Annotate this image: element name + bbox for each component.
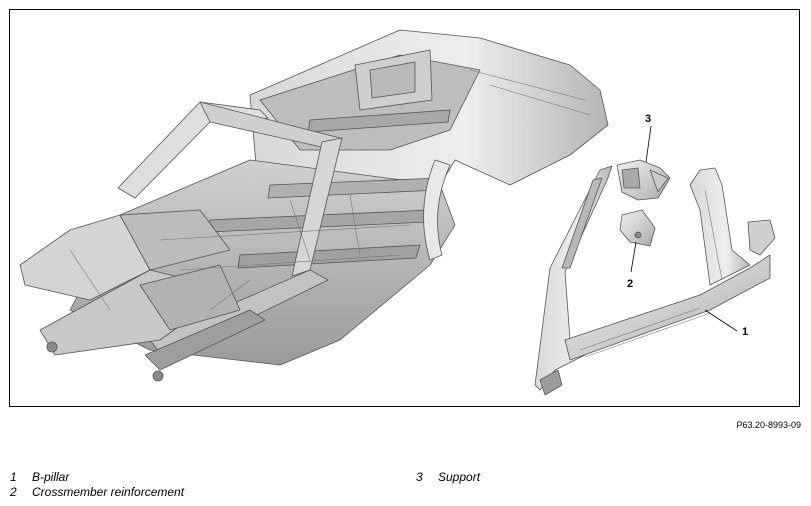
legend-item-b-pillar: 1 B-pillar [10,470,184,485]
legend-number: 1 [10,470,17,484]
callout-2: 2 [627,241,637,290]
legend-number: 2 [10,485,17,499]
figure-reference-code: P63.20-8993-09 [736,420,801,430]
legend-label: Support [438,470,481,484]
legend-item-support: 3 Support [416,470,480,485]
callout-label-2: 2 [627,278,633,290]
body-shell [19,29,609,382]
legend-left: 1 B-pillar 2 Crossmember reinforcement [10,470,184,500]
callout-1: 1 [704,309,748,338]
legend-label: B-pillar [32,470,70,484]
illustration-frame: 3 2 1 [9,9,800,407]
crossmember-reinforcement-part [619,209,656,247]
body-shell-illustration: 3 2 1 [19,29,776,396]
legend-label: Crossmember reinforcement [32,485,185,499]
callout-3: 3 [645,113,652,163]
legend-right: 3 Support [416,470,480,485]
legend-number: 3 [416,470,423,484]
support-part [616,159,671,201]
b-pillar-part [534,165,776,396]
callout-label-3: 3 [645,113,651,125]
callout-label-1: 1 [742,326,748,338]
legend-item-crossmember-reinforcement: 2 Crossmember reinforcement [10,485,184,500]
